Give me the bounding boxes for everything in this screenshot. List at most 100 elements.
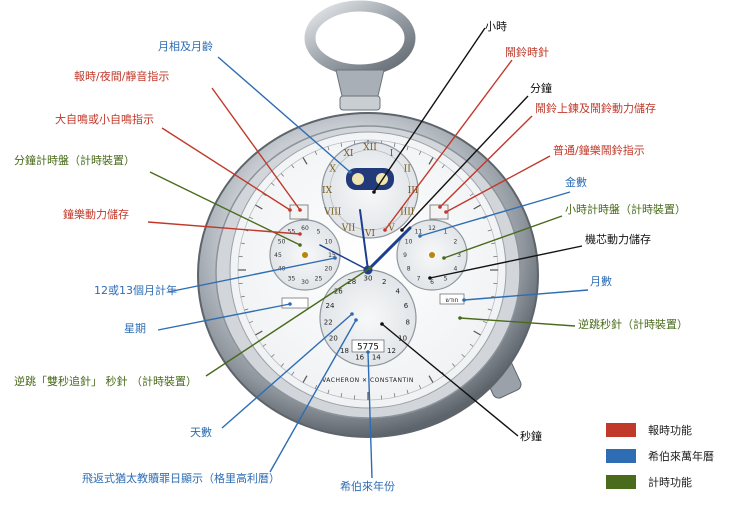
leader-tip-moon-phase-age bbox=[348, 170, 352, 174]
leader-hour-night-silent bbox=[211, 87, 301, 211]
svg-text:6: 6 bbox=[430, 279, 434, 286]
svg-text:14: 14 bbox=[372, 354, 381, 362]
svg-text:VIII: VIII bbox=[323, 208, 342, 218]
legend-label: 希伯來萬年曆 bbox=[648, 449, 714, 463]
svg-text:11: 11 bbox=[415, 229, 423, 236]
svg-text:5: 5 bbox=[317, 229, 321, 236]
svg-text:10: 10 bbox=[398, 334, 407, 342]
svg-text:26: 26 bbox=[334, 288, 343, 296]
svg-text:VI: VI bbox=[364, 229, 375, 239]
leader-hours bbox=[373, 27, 486, 193]
svg-text:XI: XI bbox=[344, 149, 354, 159]
leader-hour-counter bbox=[443, 215, 563, 259]
leader-tip-yom-kippur bbox=[354, 318, 358, 322]
svg-text:10: 10 bbox=[405, 239, 413, 246]
svg-text:II: II bbox=[404, 165, 412, 175]
minute-counter-numerals: 60510152025303540455055 bbox=[274, 225, 336, 286]
label-weekday: 星期 bbox=[124, 322, 146, 335]
leader-minute-counter bbox=[149, 171, 301, 246]
label-hour-counter: 小時計時盤（計時裝置） bbox=[565, 202, 686, 216]
label-golden-number: 金數 bbox=[565, 175, 587, 189]
svg-text:I: I bbox=[390, 149, 394, 159]
svg-text:20: 20 bbox=[329, 334, 338, 342]
leader-tip-grand-small-strike bbox=[288, 208, 292, 212]
svg-text:XII: XII bbox=[363, 143, 377, 153]
leader-movement-power bbox=[429, 245, 583, 279]
svg-text:2: 2 bbox=[453, 239, 457, 246]
legend-swatch bbox=[606, 423, 636, 437]
label-alarm-wind-power: 鬧鈴上鍊及鬧鈴動力儲存 bbox=[535, 101, 656, 115]
leader-tip-split-seconds bbox=[368, 266, 372, 270]
leader-minutes bbox=[401, 95, 529, 231]
leader-seconds bbox=[381, 323, 519, 437]
svg-text:45: 45 bbox=[274, 252, 282, 259]
svg-text:3: 3 bbox=[457, 252, 461, 259]
svg-text:16: 16 bbox=[355, 354, 364, 362]
leader-split-seconds bbox=[205, 267, 371, 377]
leader-tip-minute-counter bbox=[298, 243, 302, 247]
leader-tip-day-number bbox=[350, 312, 354, 316]
leader-normal-chime-alarm bbox=[445, 155, 551, 213]
leader-tip-alarm-hand bbox=[383, 228, 387, 232]
svg-text:2: 2 bbox=[382, 278, 386, 286]
leader-weekday bbox=[157, 303, 291, 331]
watch-bow bbox=[304, 0, 416, 111]
label-strike-power-reserve: 鐘樂動力儲存 bbox=[63, 207, 129, 221]
label-seconds: 秒鐘 bbox=[520, 429, 542, 443]
leader-tip-month-number bbox=[462, 298, 466, 302]
leader-alarm-hand bbox=[384, 59, 513, 231]
svg-text:8: 8 bbox=[406, 319, 410, 327]
svg-text:50: 50 bbox=[278, 239, 286, 246]
legend-label: 報時功能 bbox=[648, 423, 692, 437]
svg-text:60: 60 bbox=[301, 225, 309, 232]
leader-tip-hour-night-silent bbox=[298, 208, 302, 212]
svg-text:35: 35 bbox=[288, 275, 296, 282]
svg-text:IX: IX bbox=[322, 186, 333, 196]
label-day-number: 天數 bbox=[190, 426, 212, 439]
svg-text:8: 8 bbox=[407, 266, 411, 273]
label-moon-phase-age: 月相及月齡 bbox=[158, 39, 213, 53]
svg-text:55: 55 bbox=[288, 229, 296, 236]
leader-tip-weekday bbox=[288, 302, 292, 306]
label-minutes: 分鐘 bbox=[530, 81, 552, 95]
svg-text:4: 4 bbox=[395, 288, 400, 296]
label-hours: 小時 bbox=[485, 20, 507, 33]
small-windows: חודש bbox=[281, 204, 465, 309]
svg-text:12: 12 bbox=[387, 347, 396, 355]
svg-text:VII: VII bbox=[341, 223, 356, 233]
leader-tip-normal-chime-alarm bbox=[444, 210, 448, 214]
leader-grand-small-strike bbox=[161, 127, 291, 211]
svg-text:6: 6 bbox=[404, 302, 409, 310]
legend-swatch bbox=[606, 475, 636, 489]
svg-text:7: 7 bbox=[417, 275, 421, 282]
leader-tip-strike-power-reserve bbox=[298, 232, 302, 236]
svg-text:10: 10 bbox=[325, 239, 333, 246]
svg-text:18: 18 bbox=[340, 347, 349, 355]
leader-yom-kippur bbox=[269, 319, 357, 473]
svg-text:30: 30 bbox=[364, 274, 373, 282]
svg-text:22: 22 bbox=[324, 319, 333, 327]
label-hour-night-silent: 報時/夜間/靜音指示 bbox=[74, 69, 169, 83]
leader-day-number bbox=[221, 313, 353, 429]
leader-retrograde-seconds bbox=[459, 317, 576, 327]
label-movement-power: 機芯動力儲存 bbox=[585, 232, 651, 246]
legend-label: 計時功能 bbox=[648, 475, 692, 489]
label-grand-small-strike: 大自鳴或小自鳴指示 bbox=[55, 112, 154, 126]
hebrew-year-digits: 5775 bbox=[357, 343, 379, 353]
svg-text:15: 15 bbox=[328, 252, 336, 259]
leader-tip-hour-counter bbox=[442, 256, 446, 260]
leader-hebrew-year bbox=[367, 351, 373, 479]
leader-tip-retrograde-seconds bbox=[458, 316, 462, 320]
label-retrograde-seconds: 逆跳秒針（計時裝置） bbox=[578, 317, 688, 331]
leader-tip-minutes bbox=[400, 228, 404, 232]
svg-text:28: 28 bbox=[347, 278, 356, 286]
svg-text:20: 20 bbox=[325, 266, 333, 273]
month-window-text: חודש bbox=[445, 297, 458, 304]
label-yom-kippur: 飛返式猶太教贖罪日顯示（格里高利曆） bbox=[82, 471, 280, 485]
